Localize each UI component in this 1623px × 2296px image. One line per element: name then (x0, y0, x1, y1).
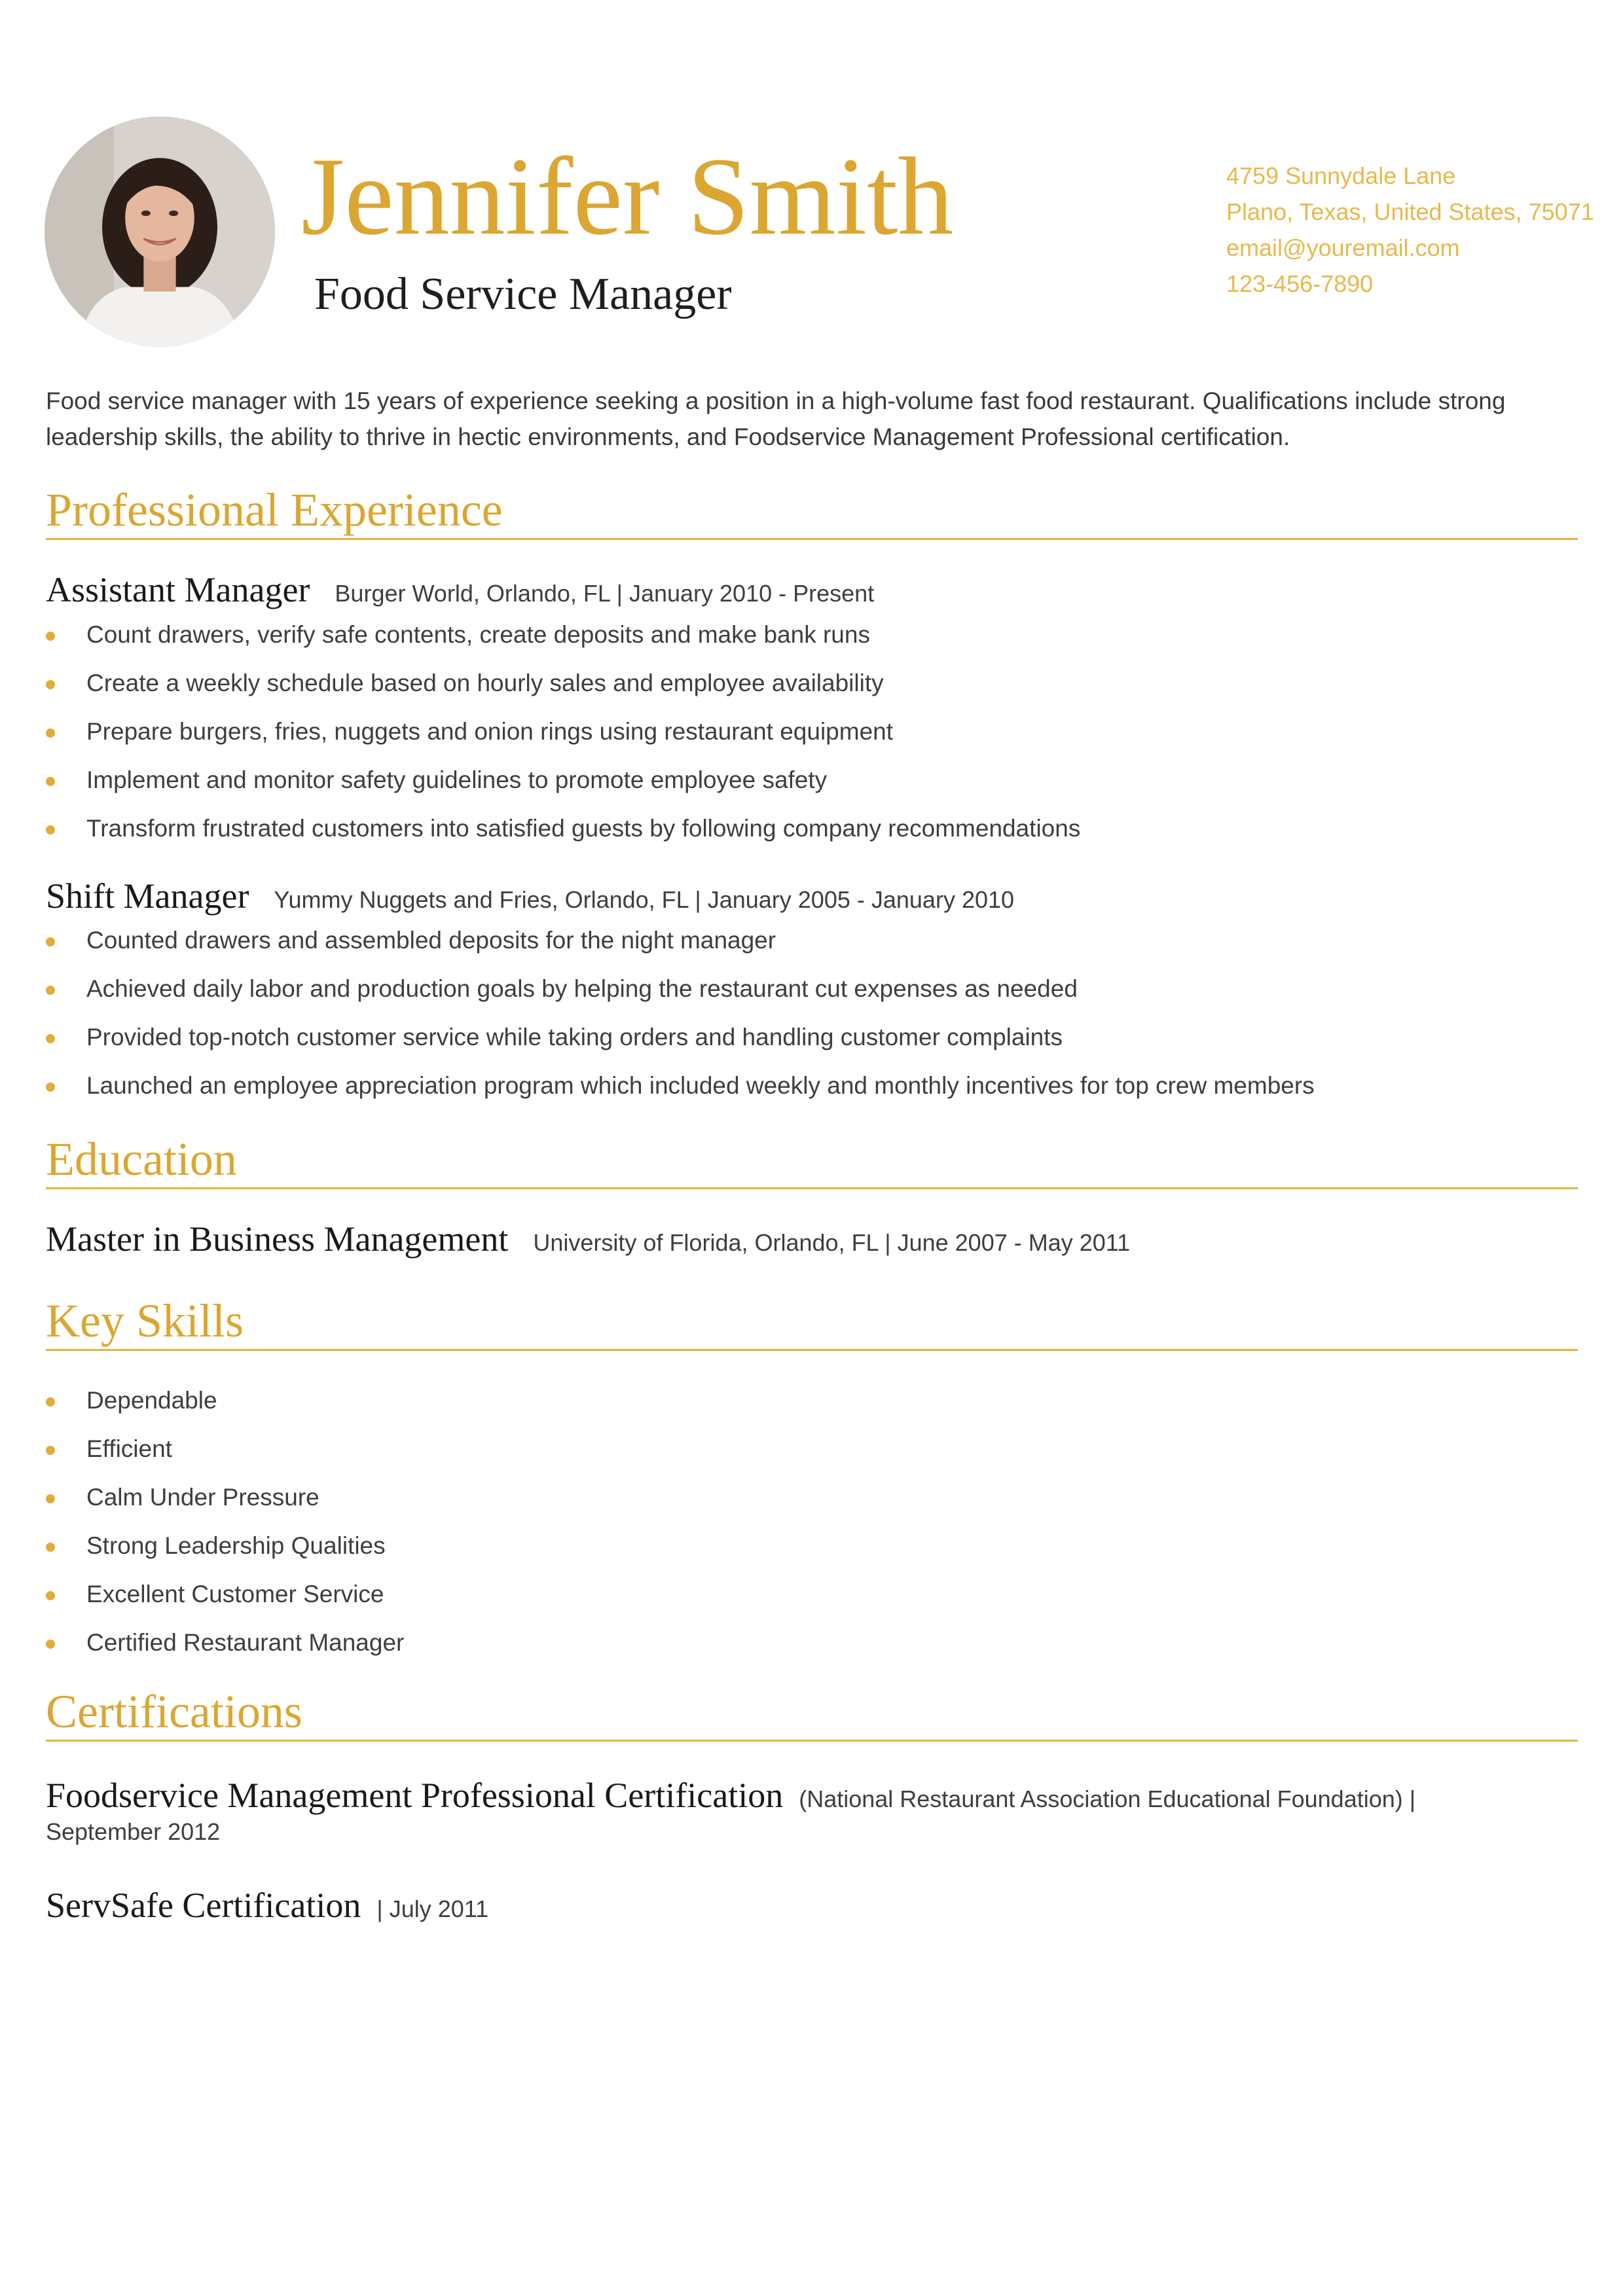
contact-address: 4759 Sunnydale Lane (1226, 162, 1456, 189)
list-item: Calm Under Pressure (46, 1473, 404, 1522)
section-title-certifications: Certifications (46, 1685, 302, 1738)
skill-text: Certified Restaurant Manager (86, 1629, 405, 1656)
bullet-text: Count drawers, verify safe contents, cre… (86, 621, 870, 648)
bullet-icon (46, 1083, 55, 1092)
bullet-icon (46, 825, 55, 834)
certification-meta: | July 2011 (376, 1895, 489, 1922)
job-entry-header: Shift Manager Yummy Nuggets and Fries, Or… (46, 876, 1014, 916)
job-title-assistant-manager: Assistant Manager (46, 570, 310, 609)
bullet-icon (46, 632, 55, 641)
bullet-text: Counted drawers and assembled deposits f… (86, 927, 776, 954)
job-bullets-shift-manager: Counted drawers and assembled deposits f… (46, 916, 1315, 1110)
certification-title: ServSafe Certification (46, 1886, 361, 1925)
bullet-icon (46, 937, 55, 946)
list-item: Create a weekly schedule based on hourly… (46, 659, 1080, 708)
bullet-icon (46, 777, 55, 786)
skill-text: Efficient (86, 1435, 172, 1462)
job-entry-header: Assistant Manager Burger World, Orlando, … (46, 569, 874, 610)
job-meta: Yummy Nuggets and Fries, Orlando, FL | J… (274, 886, 1015, 913)
section-title-education: Education (46, 1133, 237, 1185)
bullet-text: Implement and monitor safety guidelines … (86, 766, 828, 793)
certification-date: September 2012 (46, 1818, 221, 1845)
bullet-text: Achieved daily labor and production goal… (86, 975, 1078, 1002)
job-title: Food Service Manager (314, 269, 732, 319)
bullet-icon (46, 1446, 55, 1455)
skill-text: Excellent Customer Service (86, 1581, 384, 1607)
skill-text: Strong Leadership Qualities (86, 1532, 386, 1559)
list-item: Strong Leadership Qualities (46, 1522, 404, 1570)
bullet-icon (46, 728, 55, 738)
bullet-text: Launched an employee appreciation progra… (86, 1072, 1315, 1099)
list-item: Provided top-notch customer service whil… (46, 1013, 1315, 1062)
bullet-icon (46, 680, 55, 689)
degree-title: Master in Business Management (46, 1219, 509, 1259)
contact-city: Plano, Texas, United States, 75071 (1226, 198, 1594, 225)
list-item: Counted drawers and assembled deposits f… (46, 916, 1315, 965)
education-entry: Master in Business Management University … (46, 1219, 1130, 1259)
bullet-icon (46, 1494, 55, 1503)
bullet-text: Create a weekly schedule based on hourly… (86, 670, 884, 696)
list-item: Count drawers, verify safe contents, cre… (46, 611, 1080, 659)
list-item: Achieved daily labor and production goal… (46, 965, 1315, 1013)
section-title-experience: Professional Experience (46, 484, 503, 536)
list-item: Certified Restaurant Manager (46, 1619, 404, 1667)
bullet-text: Transform frustrated customers into sati… (86, 815, 1081, 842)
bullet-icon (46, 1543, 55, 1552)
certification-entry: ServSafe Certification | July 2011 (46, 1885, 1578, 1926)
certification-title: Foodservice Management Professional Cert… (46, 1776, 784, 1815)
profile-photo (45, 117, 275, 347)
section-title-skills: Key Skills (46, 1295, 244, 1347)
candidate-name: Jennifer Smith (301, 135, 954, 258)
bullet-text: Prepare burgers, fries, nuggets and onio… (86, 718, 894, 745)
portrait-image (45, 117, 275, 347)
skills-list: Dependable Efficient Calm Under Pressure… (46, 1376, 404, 1667)
list-item: Implement and monitor safety guidelines … (46, 756, 1080, 804)
bullet-icon (46, 1034, 55, 1043)
list-item: Efficient (46, 1425, 404, 1473)
list-item: Excellent Customer Service (46, 1570, 404, 1619)
section-divider (46, 1740, 1578, 1742)
contact-email[interactable]: email@youremail.com (1226, 234, 1460, 261)
bullet-icon (46, 1640, 55, 1649)
job-title-shift-manager: Shift Manager (46, 876, 249, 916)
summary-paragraph: Food service manager with 15 years of ex… (46, 387, 1506, 450)
list-item: Transform frustrated customers into sati… (46, 804, 1080, 853)
section-divider (46, 538, 1578, 540)
contact-info: 4759 Sunnydale Lane Plano, Texas, United… (1226, 158, 1594, 302)
section-divider (46, 1349, 1578, 1351)
section-divider (46, 1187, 1578, 1189)
certification-meta: (National Restaurant Association Educati… (799, 1785, 1416, 1812)
list-item: Dependable (46, 1376, 404, 1425)
job-bullets-assistant-manager: Count drawers, verify safe contents, cre… (46, 611, 1080, 853)
job-meta: Burger World, Orlando, FL | January 2010… (335, 580, 875, 607)
skill-text: Calm Under Pressure (86, 1484, 319, 1511)
contact-phone: 123-456-7890 (1226, 270, 1374, 297)
list-item: Launched an employee appreciation progra… (46, 1062, 1315, 1110)
education-meta: University of Florida, Orlando, FL | Jun… (533, 1229, 1131, 1256)
certification-entry: Foodservice Management Professional Cert… (46, 1775, 1578, 1846)
list-item: Prepare burgers, fries, nuggets and onio… (46, 708, 1080, 756)
bullet-icon (46, 986, 55, 995)
bullet-text: Provided top-notch customer service whil… (86, 1024, 1063, 1050)
skill-text: Dependable (86, 1387, 217, 1414)
bullet-icon (46, 1397, 55, 1407)
bullet-icon (46, 1591, 55, 1600)
